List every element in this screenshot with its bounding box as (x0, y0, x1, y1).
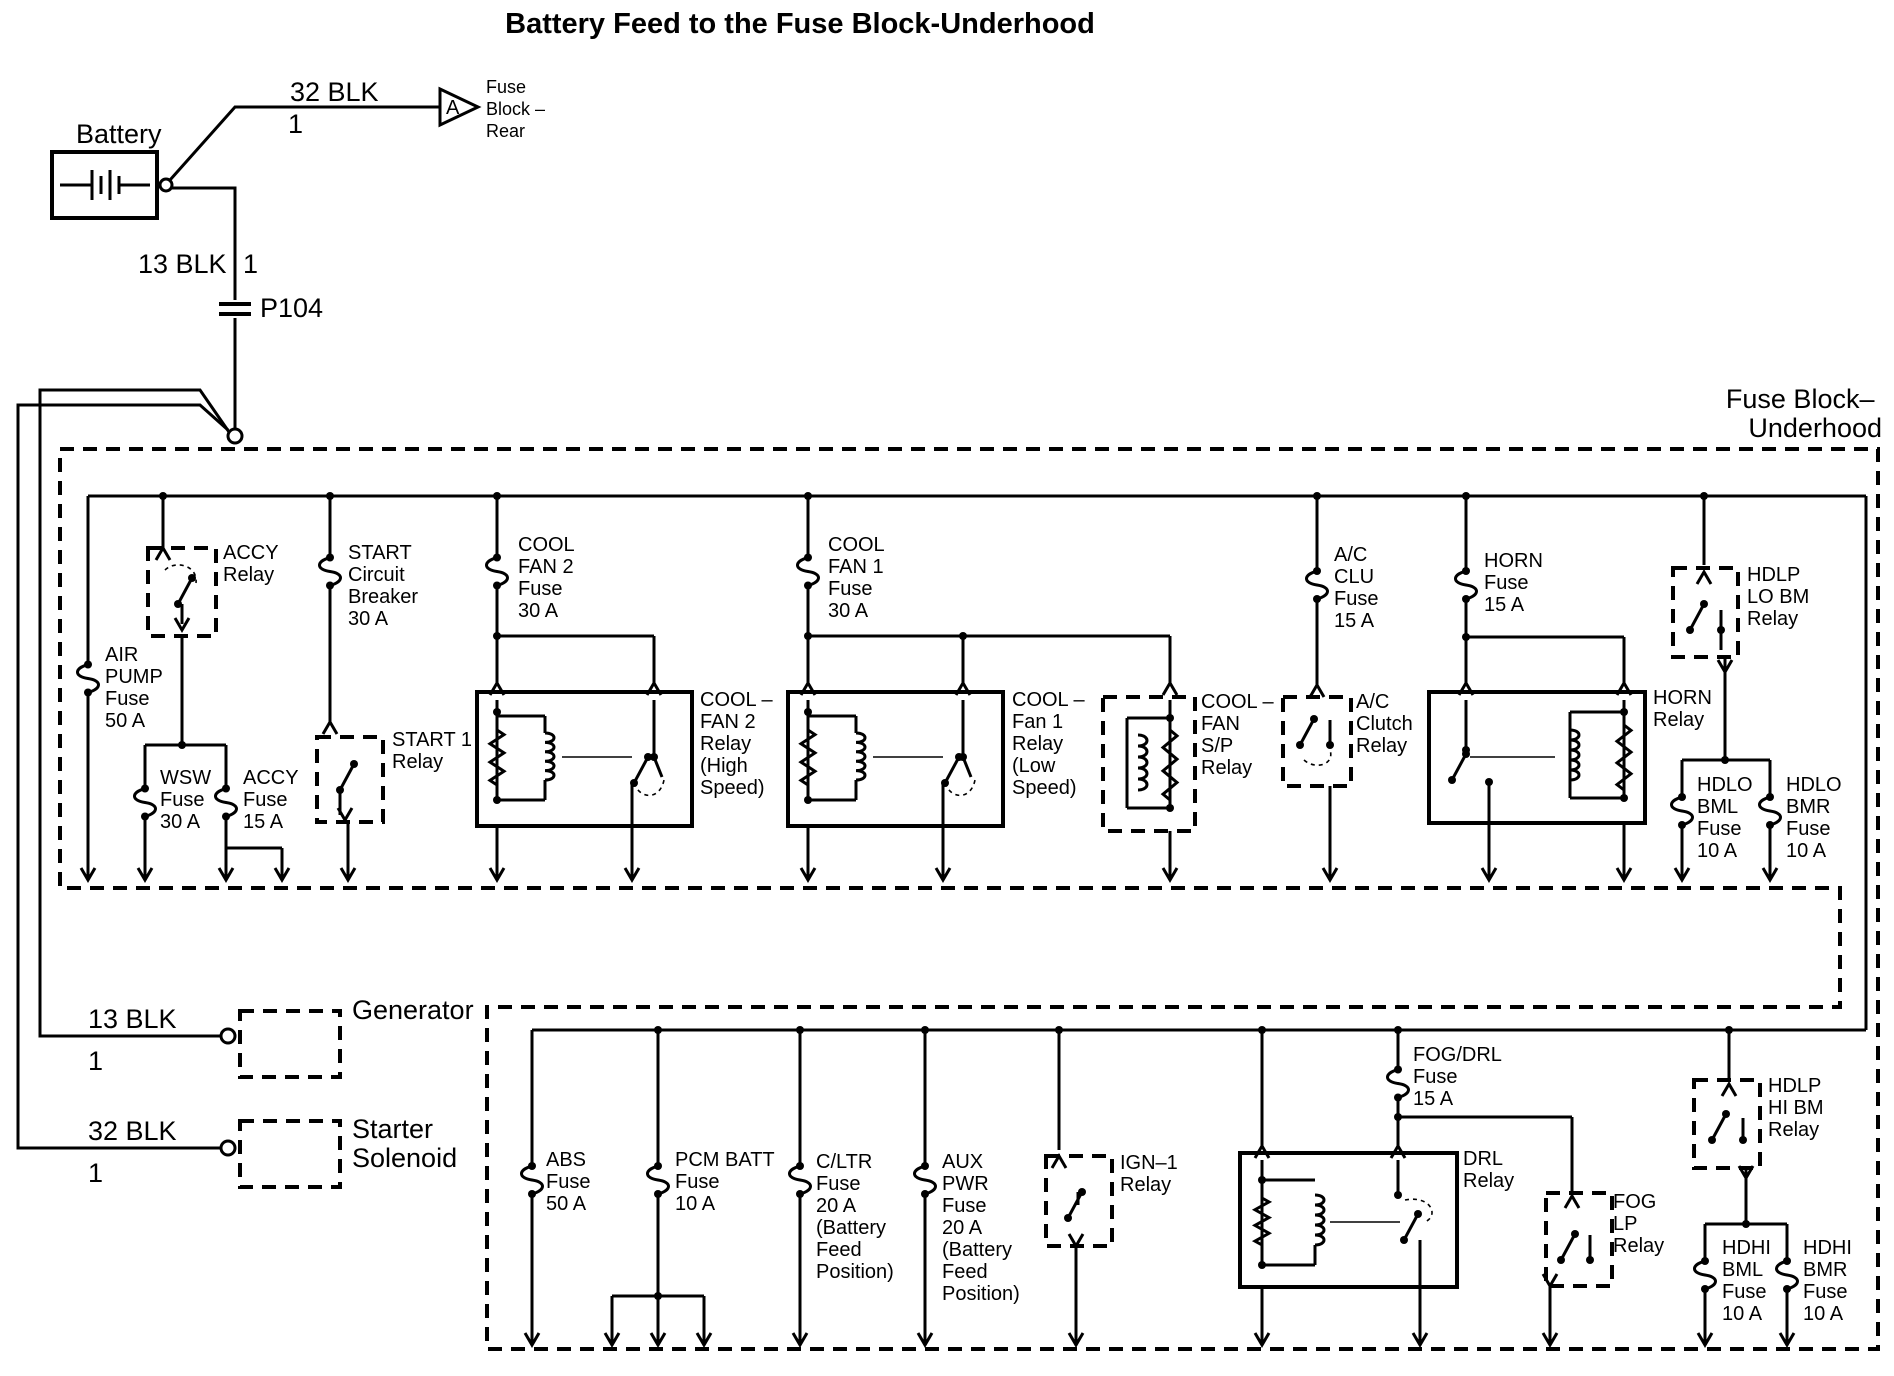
top-wire-gauge: 32 BLK (290, 77, 379, 107)
top-wire-pin: 1 (288, 109, 303, 139)
air-pump-fuse-circuit (76, 496, 100, 883)
diagram-title: Battery Feed to the Fuse Block-Underhood (505, 8, 1095, 40)
aux-pwr-circuit (913, 1026, 937, 1348)
feed-wire-gauge: 13 BLK (138, 249, 227, 279)
fuse-block-rear-label: Fuse Block – Rear (486, 77, 550, 141)
lower-circuits (520, 1026, 1799, 1348)
abs-circuit (520, 1030, 544, 1348)
ign1-circuit (1044, 1026, 1114, 1348)
accy-relay-circuit (133, 492, 291, 883)
generator-wire-gauge: 13 BLK (88, 1004, 177, 1034)
starter-wire-pin: 1 (88, 1158, 103, 1188)
fuse-block-underhood-label: Fuse Block– Underhood (1726, 384, 1882, 443)
battery (50, 150, 174, 220)
wire-13-blk-feed (172, 186, 251, 445)
connector-a-label: A (446, 97, 460, 119)
c-ltr-circuit (788, 1026, 812, 1348)
splice-p104: P104 (260, 293, 323, 323)
wire-32-blk-top (168, 86, 482, 181)
upper-circuits (76, 492, 1782, 883)
ac-circuit (1281, 492, 1353, 883)
feed-wire-pin: 1 (243, 249, 258, 279)
cool-fan2-circuit (475, 492, 694, 883)
horn-circuit (1427, 492, 1647, 883)
pcm-batt-circuit (603, 1026, 713, 1348)
starter-solenoid-label: Starter Solenoid (352, 1114, 457, 1173)
generator-starter-wires (16, 388, 342, 1189)
battery-label: Battery (76, 119, 162, 149)
drl-fog-circuit (1238, 1026, 1614, 1348)
fuse-block-outline (58, 447, 1880, 1351)
cool-fan1-circuit (786, 492, 1197, 883)
start-circuit (315, 492, 385, 883)
hdlp-hi-circuit (1692, 1026, 1799, 1348)
generator-label: Generator (352, 995, 474, 1025)
generator-wire-pin: 1 (88, 1046, 103, 1076)
hdlp-lo-circuit (1670, 492, 1782, 883)
starter-wire-gauge: 32 BLK (88, 1116, 177, 1146)
